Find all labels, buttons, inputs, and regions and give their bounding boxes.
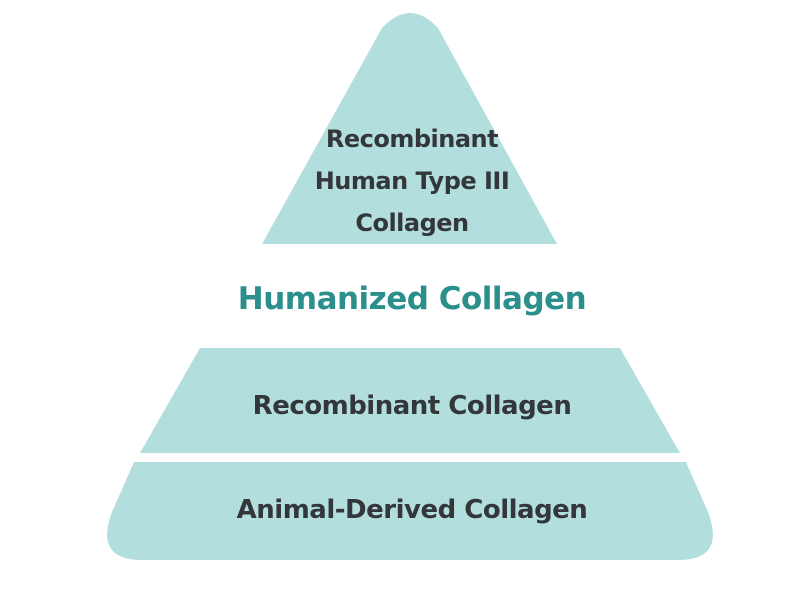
middle-tier-label: Recombinant Collagen [252,391,572,421]
bottom-tier-label: Animal-Derived Collagen [236,495,588,525]
top-tier-label: Recombinant Human Type III Collagen [300,118,524,244]
bottom-tier-shape [107,462,713,560]
top-tier-line-3: Collagen [355,209,469,237]
top-tier-shape [262,13,557,244]
humanized-collagen-label: Humanized Collagen [237,281,587,317]
top-tier-line-1: Recombinant [325,125,499,153]
top-tier-line-2: Human Type III [314,167,510,195]
middle-tier-shape [140,348,680,453]
